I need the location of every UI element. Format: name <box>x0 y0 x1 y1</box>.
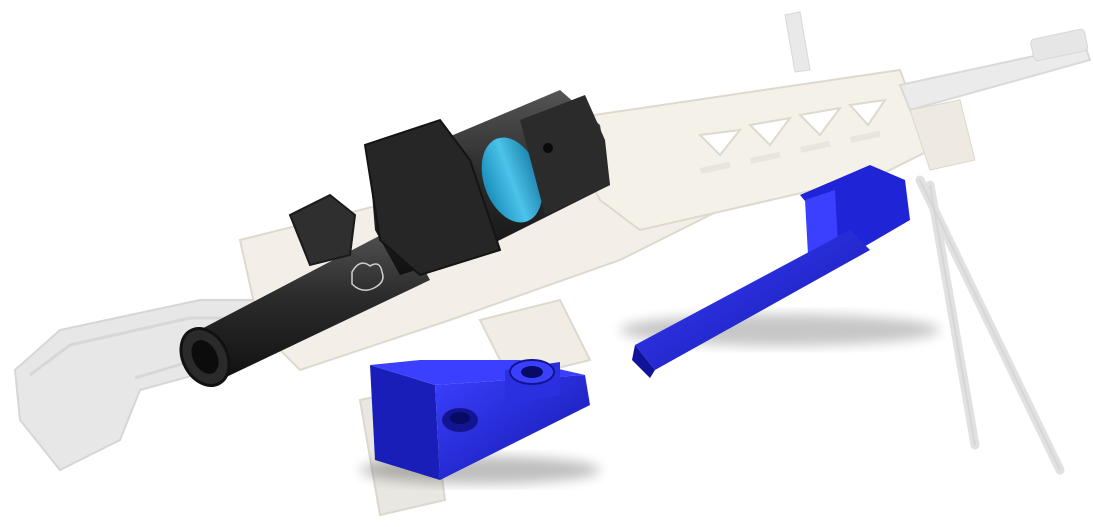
ghosted-rifle <box>13 11 1092 517</box>
scope <box>179 90 610 387</box>
blue-arm-part <box>620 165 940 378</box>
blue-mount-bracket <box>360 359 600 484</box>
